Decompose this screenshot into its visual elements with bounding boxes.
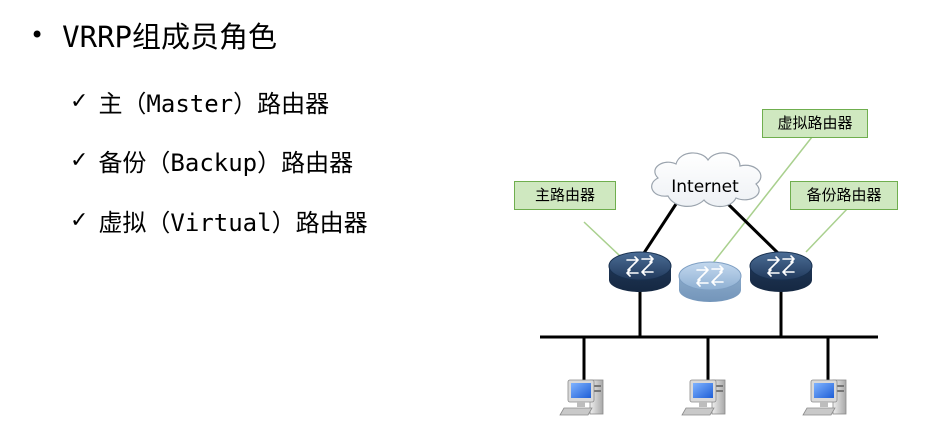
role-item-master: ✓ 主（Master）路由器 (70, 84, 329, 119)
backup-leader-line (805, 207, 849, 253)
master-leader-line (583, 221, 621, 257)
slide-title: VRRP组成员角色 (62, 20, 277, 54)
router-icon (750, 252, 812, 292)
bullet-icon: • (30, 21, 45, 49)
cloud-icon (651, 152, 762, 208)
master-uplink (640, 203, 678, 257)
virtual-router-icon (679, 262, 741, 302)
internet-label: Internet (671, 177, 739, 197)
virtual-leader-line (712, 136, 813, 264)
computer-icon (802, 379, 847, 416)
backup-router-label: 备份路由器 (790, 181, 898, 210)
checkmark-icon: ✓ (70, 89, 89, 114)
master-router-label: 主路由器 (514, 181, 616, 210)
checkmark-icon: ✓ (70, 208, 89, 233)
role-text: 虚拟（Virtual）路由器 (98, 209, 368, 237)
router-icon (609, 252, 671, 292)
role-item-virtual: ✓ 虚拟（Virtual）路由器 (70, 203, 368, 238)
role-text: 主（Master）路由器 (98, 90, 330, 118)
computer-icon (681, 379, 726, 416)
computer-icon (559, 379, 604, 416)
backup-uplink (726, 202, 783, 258)
checkmark-icon: ✓ (70, 148, 89, 173)
slide-heading: • VRRP组成员角色 (30, 14, 277, 56)
virtual-router-label: 虚拟路由器 (762, 109, 868, 138)
role-item-backup: ✓ 备份（Backup）路由器 (70, 143, 353, 178)
role-text: 备份（Backup）路由器 (98, 149, 354, 177)
